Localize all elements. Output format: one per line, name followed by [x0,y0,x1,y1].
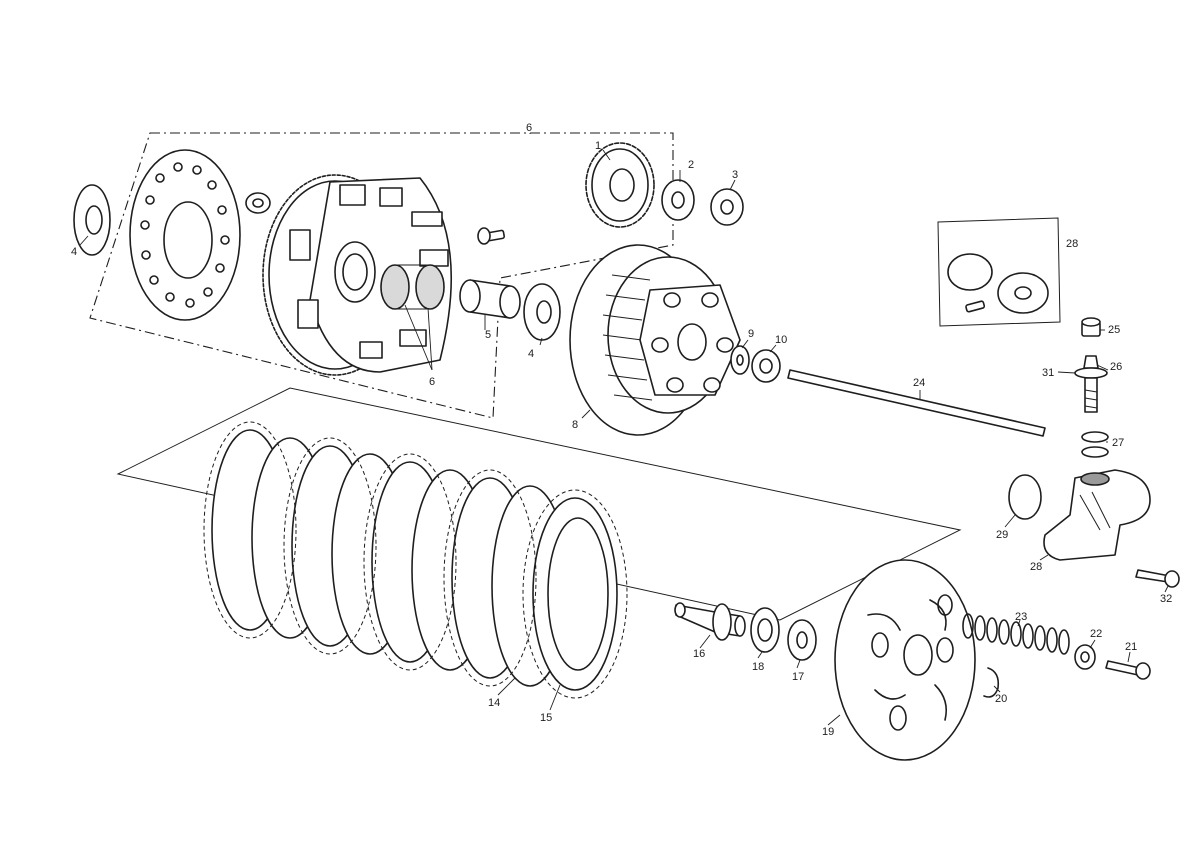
callout-2: 2 [688,159,694,171]
cap-25 [1081,317,1101,337]
callout-15: 15 [540,712,552,724]
washer-9 [730,345,750,375]
circlip-20 [983,667,1000,698]
bushing [459,279,521,319]
callout-6: 6 [429,376,435,388]
spring-cup-22 [1074,644,1096,670]
callout-5: 5 [485,329,491,341]
callout-3: 3 [732,169,738,181]
o-rings [1081,431,1109,458]
washer-2 [661,179,695,221]
callout-17: 17 [792,671,804,683]
callout-16: 16 [693,648,705,660]
callout-22: 22 [1090,628,1102,640]
pressure-plate [834,559,976,761]
seal-29 [1008,474,1042,520]
nut-10 [751,349,781,383]
primary-gear [585,142,655,228]
inner-hub [569,244,741,436]
callout-30: 28 [1066,238,1078,250]
callout-29: 29 [996,529,1008,541]
clutch-plate-stack [203,421,628,699]
washer-4 [523,283,561,341]
bolt-21 [1105,660,1151,680]
washer-17 [787,619,817,661]
thrust-washer [73,184,111,256]
callout-4b: 4 [528,348,534,360]
clutch-basket [262,174,452,376]
callout-28: 28 [1030,561,1042,573]
slave-cylinder [1043,469,1151,561]
spring-23 [962,613,1070,655]
callout-31: 31 [1042,367,1054,379]
leader-lines [79,133,1169,726]
callout-9: 9 [748,328,754,340]
thrust-bearing-18 [750,607,780,653]
spacer-16 [674,602,746,641]
push-rod [787,369,1046,437]
callout-labels: 6 1 2 3 4 5 6 4 8 9 10 24 28 25 31 26 27… [71,122,1172,738]
callout-27: 27 [1112,437,1124,449]
callout-23: 23 [1015,611,1027,623]
callout-7: 6 [526,122,532,134]
needle-bearings [380,264,445,310]
small-nut [245,192,271,214]
callout-32: 32 [1160,593,1172,605]
callout-18: 18 [752,661,764,673]
callout-20: 20 [995,693,1007,705]
pin [477,227,506,245]
kit-30-box [937,217,1061,327]
assembly-7-outline [89,132,674,419]
callout-10: 10 [775,334,787,346]
callout-1: 1 [595,140,601,152]
callout-25: 25 [1108,324,1120,336]
callout-14: 14 [488,697,500,709]
callout-4a: 4 [71,246,77,258]
callout-8: 8 [572,419,578,431]
callout-26: 26 [1110,361,1122,373]
kit-30-parts [947,253,1049,314]
callout-24: 24 [913,377,925,389]
back-plate [129,149,241,321]
callout-21: 21 [1125,641,1137,653]
callout-19: 19 [822,726,834,738]
bleed-screw [1074,355,1108,413]
nut-3 [710,188,744,226]
bolt-32 [1135,569,1180,588]
